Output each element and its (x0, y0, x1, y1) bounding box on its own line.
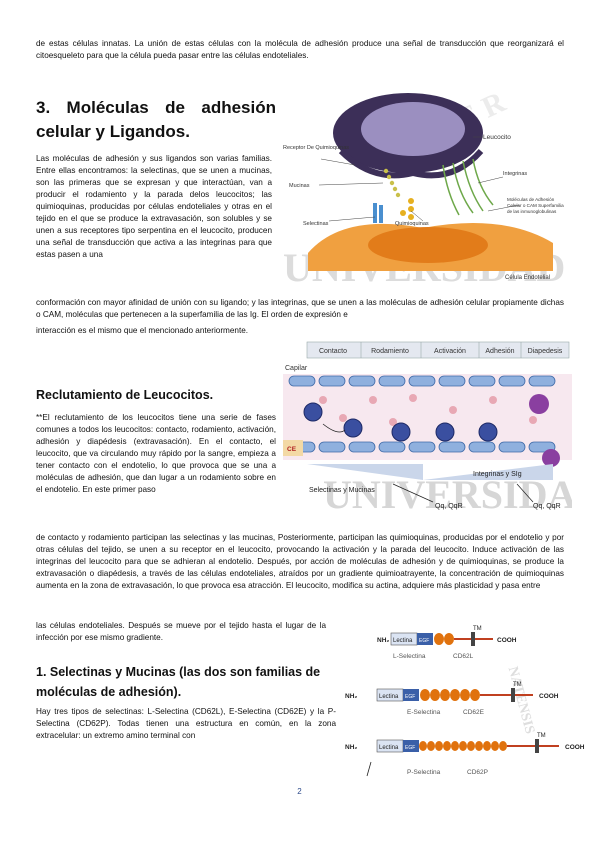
phase-contacto: Contacto (319, 348, 347, 355)
recruitment-paragraph-narrow: **El reclutamiento de los leucocitos tie… (36, 413, 276, 494)
cooh-label: COOH (565, 744, 585, 751)
e-selectin-row: NH₂ Lectina EGF TM COOH E-Selectina CD62… (345, 682, 559, 716)
selectin-cd: CD62L (453, 653, 474, 660)
section-3-paragraph-end: interacción es el mismo que el mencionad… (36, 326, 249, 335)
egf-label: EGF (405, 694, 415, 700)
section-3-title: 3. Moléculas de adhesión celular y Ligan… (36, 98, 276, 141)
intro-paragraph: de estas células innatas. La unión de es… (36, 39, 564, 60)
integrinas-label: Integrinas (503, 171, 527, 177)
selectin-name: P-Selectina (407, 769, 441, 776)
qq-label-1: Qq, QqR (435, 503, 463, 510)
selectin-cd: CD62P (467, 769, 488, 776)
section-3-paragraph-narrow: Las moléculas de adhesión y sus ligandos… (36, 154, 272, 259)
nh2-label: NH₂ (377, 637, 389, 644)
nh2-label: NH₂ (345, 744, 357, 751)
mucinas-label: Mucinas (289, 183, 310, 189)
ce-label: CE (287, 446, 297, 453)
cam-label: Moléculas de Adhesión Celular o CAM Supe… (507, 197, 564, 214)
selectins-mucins-title: 1. Selectinas y Mucinas (las dos son fam… (36, 665, 321, 699)
recruitment-paragraph-end: las células endoteliales. Después se mue… (36, 621, 326, 642)
quimioquinas-label: Quimioquinas (395, 221, 429, 227)
page-number: 2 (297, 787, 302, 796)
selectin-name: E-Selectina (407, 709, 441, 716)
recruitment-figure: UNIVERSIDAD Contacto Rodamiento Activaci… (283, 340, 599, 517)
selectin-structure-diagram: NATENSIS NH₂ Lectina EGF TM COOH L-Selec… (345, 626, 585, 777)
watermark-text: NATENSIS (505, 665, 537, 736)
egf-label: EGF (405, 745, 415, 751)
phase-adhesion: Adhesión (485, 348, 514, 355)
l-selectin-row: NH₂ Lectina EGF TM COOH L-Selectina CD62… (377, 626, 517, 660)
lectina-label: Lectina (379, 745, 399, 751)
selectin-structure-figure: NATENSIS NH₂ Lectina EGF TM COOH L-Selec… (343, 622, 588, 782)
receptor-label: Receptor De Quimioquinas (283, 145, 349, 151)
recruitment-paragraph-wide: de contacto y rodamiento participan las … (36, 533, 564, 590)
phase-rodamiento: Rodamiento (371, 348, 409, 355)
leukocyte-adhesion-figure: N A E R UNIVERSIDAD Receptor De Quimioqu… (283, 85, 568, 290)
cooh-label: COOH (539, 693, 559, 700)
recruitment-diagram: UNIVERSIDAD Contacto Rodamiento Activaci… (283, 341, 599, 517)
selectins-paragraph: Hay tres tipos de selectinas: L-Selectin… (36, 707, 336, 740)
endothelial-cell-label: Célula Endotelial (505, 275, 550, 281)
phase-activacion: Activación (434, 348, 466, 355)
selectinas-label: Selectinas (303, 221, 329, 227)
egf-label: EGF (419, 638, 429, 644)
leukocyte-adhesion-diagram: N A E R UNIVERSIDAD Receptor De Quimioqu… (283, 85, 565, 290)
leucocito-label: Leucocito (483, 134, 511, 141)
tm-label: TM (473, 626, 482, 632)
recruitment-title: Reclutamiento de Leucocitos. (36, 388, 214, 402)
capilar-label: Capilar (285, 365, 308, 372)
cooh-label: COOH (497, 637, 517, 644)
tm-label: TM (537, 733, 546, 739)
integrinas-sig-label: Integrinas y SIg (473, 471, 522, 478)
qq-label-2: Qq, QqR (533, 503, 561, 510)
p-selectin-row: NH₂ Lectina EGF TM COOH P-Selectina CD62… (345, 733, 585, 777)
selectin-cd: CD62E (463, 709, 485, 716)
selectinas-mucinas-label: Selectinas y Mucinas (309, 487, 375, 494)
lectina-label: Lectina (393, 638, 413, 644)
nh2-label: NH₂ (345, 693, 357, 700)
phase-diapedesis: Diapedesis (528, 348, 563, 355)
selectin-name: L-Selectina (393, 653, 426, 660)
tm-label: TM (513, 682, 522, 688)
section-3-paragraph-wide: conformación con mayor afinidad de unión… (36, 298, 564, 319)
lectina-label: Lectina (379, 694, 399, 700)
